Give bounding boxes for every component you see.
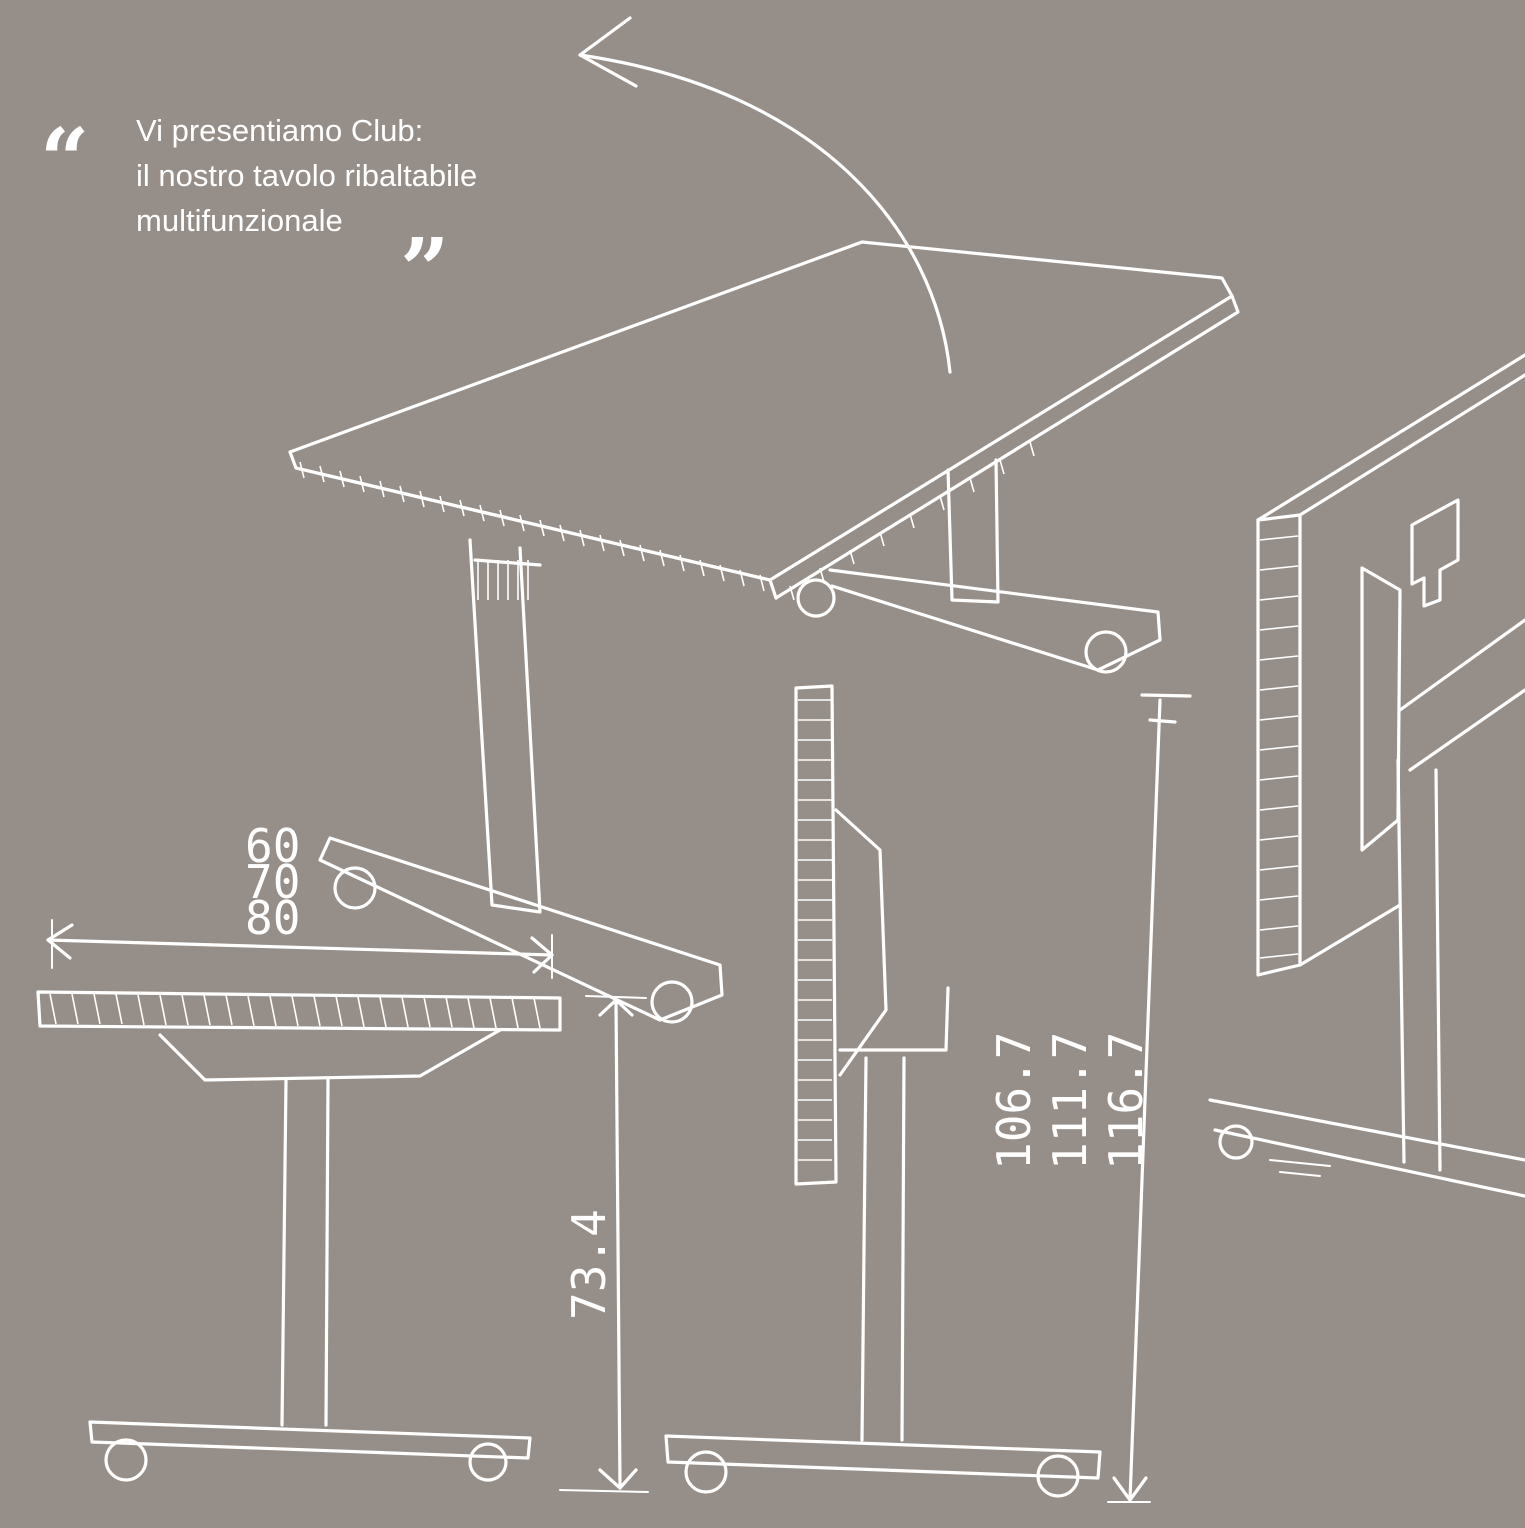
width-value-1: 60	[245, 819, 300, 873]
folded-height-value-1: 106.7	[987, 1032, 1041, 1170]
folded-table-side-view	[664, 684, 1102, 1498]
folded-height-value-2: 111.7	[1043, 1032, 1097, 1170]
height-dimension-line	[559, 995, 649, 1493]
close-quote-mark: ”	[400, 220, 450, 321]
nested-tables-perspective	[1208, 353, 1525, 1198]
height-value: 73.4	[562, 1209, 616, 1320]
quote-text: Vi presentiamo Club: il nostro tavolo ri…	[136, 108, 477, 243]
open-table-perspective	[288, 240, 1240, 1024]
quote-line-2: il nostro tavolo ribaltabile	[136, 158, 478, 193]
width-value-2: 70	[245, 855, 300, 909]
side-view-table	[36, 990, 562, 1482]
width-dimension-line	[46, 919, 554, 979]
folded-height-dimension-line	[1107, 693, 1192, 1503]
width-value-3: 80	[245, 891, 300, 945]
folded-height-value-3: 116.7	[1099, 1032, 1153, 1170]
open-quote-mark: “	[40, 110, 90, 211]
quote-line-3: multifunzionale	[136, 203, 343, 238]
intro-quote: “ Vi presentiamo Club: il nostro tavolo …	[40, 108, 600, 314]
quote-line-1: Vi presentiamo Club:	[136, 113, 424, 148]
tilt-arrow	[578, 16, 952, 374]
